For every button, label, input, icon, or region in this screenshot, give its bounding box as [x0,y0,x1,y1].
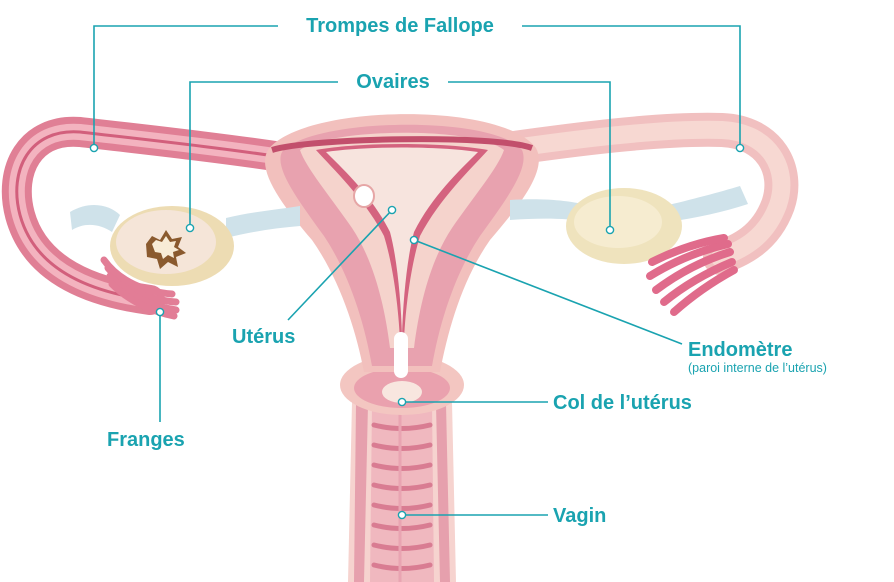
dot-uterus [388,206,395,213]
uterus-shape [265,114,539,378]
dot-franges [156,308,163,315]
label-franges: Franges [107,429,185,451]
anatomy-illustration [17,114,782,582]
label-vagin: Vagin [553,505,606,527]
label-uterus: Utérus [232,326,295,348]
vagina-shape [348,402,456,582]
dot-ovaires-right [606,226,613,233]
dot-vagin [398,511,405,518]
label-endometre: Endomètre [688,339,792,361]
label-ovaires: Ovaires [356,71,429,93]
dot-trompes-right [736,144,743,151]
dot-col [398,398,405,405]
label-endometre-note: (paroi interne de l’utérus) [688,361,827,375]
dot-trompes-left [90,144,97,151]
dot-endometre [410,236,417,243]
dot-ovaires-left [186,224,193,231]
label-col-de-luterus: Col de l’utérus [553,392,692,414]
label-trompes-de-fallope: Trompes de Fallope [306,15,494,37]
left-ovary [70,205,300,286]
